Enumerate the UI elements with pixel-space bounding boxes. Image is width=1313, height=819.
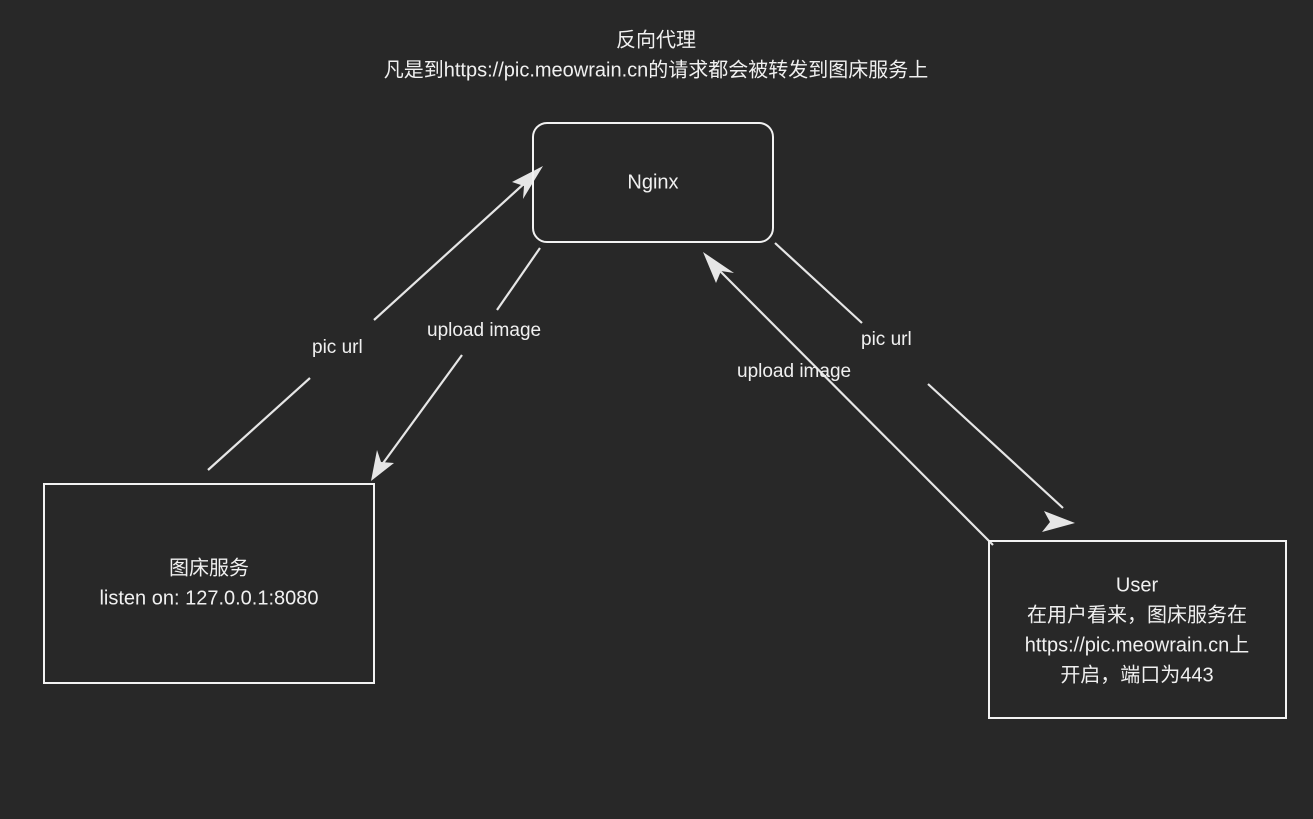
edge-pic-url-left: pic url	[207, 166, 543, 471]
edge-pic-url-right-arrowhead	[1042, 511, 1075, 532]
edge-upload-image-left: upload image	[371, 247, 541, 481]
edge-pic-url-right: pic url	[774, 242, 1075, 532]
edge-upload-image-left-upper	[496, 247, 541, 311]
edge-upload-image-right-arrowhead	[703, 252, 734, 283]
node-image-service[interactable]: 图床服务 listen on: 127.0.0.1:8080	[43, 483, 375, 684]
edge-pic-url-left-upper	[373, 180, 528, 321]
node-user-line2: 在用户看来，图床服务在	[1027, 603, 1247, 626]
node-user[interactable]: User 在用户看来，图床服务在 https://pic.meowrain.cn…	[988, 540, 1287, 719]
edge-pic-url-right-upper	[774, 242, 863, 324]
edge-upload-image-right-line	[714, 265, 994, 546]
edge-pic-url-right-lower	[927, 383, 1064, 509]
diagram-title-line1: 反向代理	[616, 28, 696, 51]
node-nginx-label: Nginx	[627, 171, 678, 193]
edge-label-pic-url-left: pic url	[312, 337, 363, 358]
node-user-line4: 开启，端口为443	[1060, 663, 1213, 686]
node-user-line3: https://pic.meowrain.cn上	[1025, 633, 1250, 656]
edge-pic-url-left-lower	[207, 377, 311, 471]
node-image-service-listen: listen on: 127.0.0.1:8080	[99, 587, 318, 609]
edge-label-upload-image-left: upload image	[427, 320, 541, 341]
node-user-box[interactable]	[988, 540, 1287, 719]
node-image-service-title: 图床服务	[169, 556, 249, 579]
edge-upload-image-left-arrowhead	[371, 450, 394, 481]
diagram-title-line2: 凡是到https://pic.meowrain.cn的请求都会被转发到图床服务上	[384, 58, 929, 81]
node-image-service-box[interactable]	[43, 483, 375, 684]
edge-pic-url-left-arrowhead	[512, 166, 543, 199]
edge-upload-image-left-lower	[380, 354, 463, 467]
edge-upload-image-right: upload image	[703, 252, 994, 546]
edge-label-pic-url-right: pic url	[861, 329, 912, 350]
node-nginx-box[interactable]	[532, 122, 774, 243]
node-nginx[interactable]: Nginx	[532, 122, 774, 243]
node-user-title: User	[1116, 574, 1159, 596]
edge-label-upload-image-right: upload image	[737, 361, 851, 382]
